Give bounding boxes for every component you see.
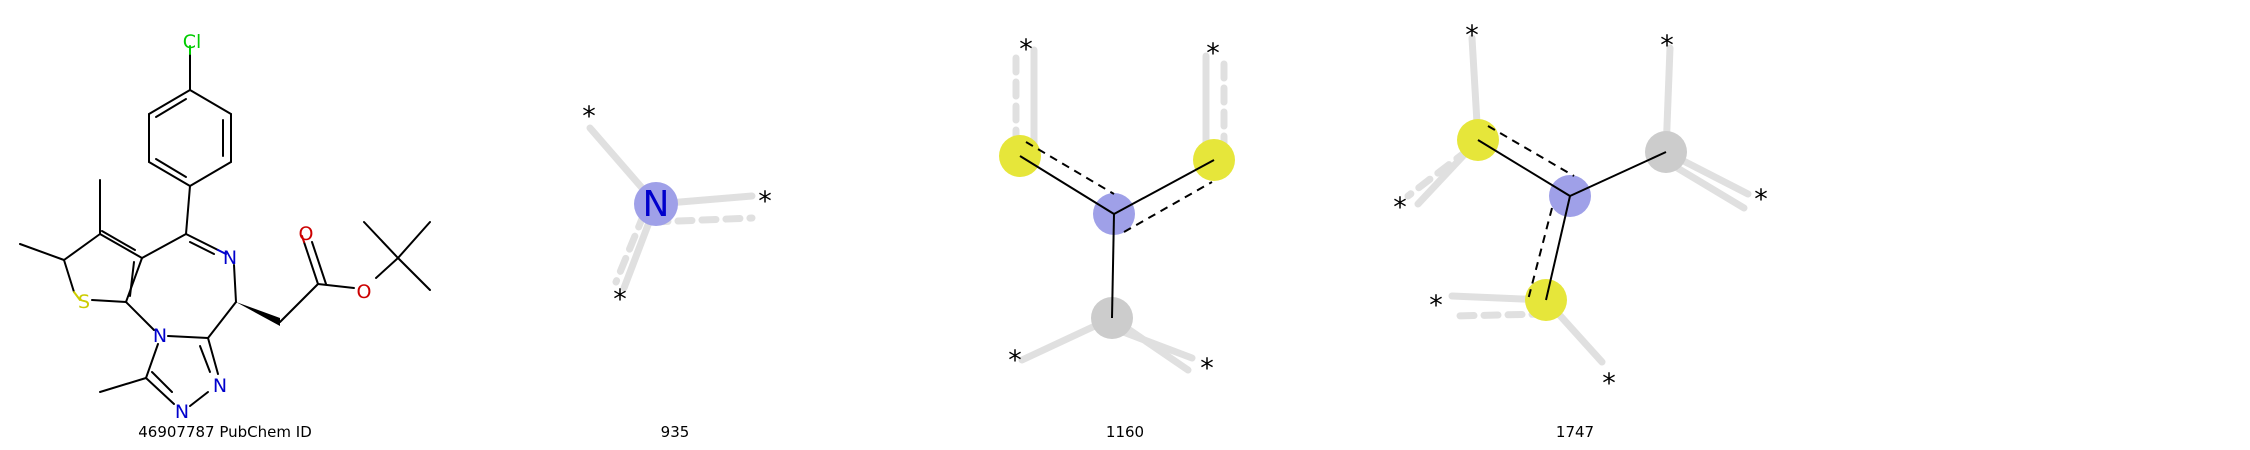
fragment-caption-935: 935 — [660, 423, 690, 441]
oxygen-label-ester: O — [357, 281, 372, 303]
attachment-point-3: * — [1008, 345, 1022, 376]
nitrogen-label-imine: N — [223, 247, 237, 269]
nitrogen-highlight — [634, 182, 678, 226]
attachment-point-3: * — [1393, 192, 1407, 223]
fragment-panel-1160: * * * * 1160 — [900, 0, 1350, 450]
attachment-point-2: * — [1660, 30, 1674, 61]
attachment-point-1: * — [1019, 34, 1033, 65]
fragment-structure-1747: * * * * * * — [1393, 20, 1768, 399]
empty-panel — [1800, 0, 2250, 450]
oxygen-label-carbonyl: O — [299, 223, 314, 245]
attachment-point-1: * — [1465, 20, 1479, 51]
attachment-point-2: * — [1206, 38, 1220, 69]
fragment-panel-935: N * * * 935 — [450, 0, 900, 450]
nitrogen-label-bridge: N — [153, 325, 167, 347]
attachment-point-4: * — [1754, 184, 1768, 215]
attachment-point-6: * — [1602, 368, 1616, 399]
chlorine-label: Cl — [183, 31, 202, 53]
fragment-caption-1160: 1160 — [1105, 423, 1145, 441]
fragment-structure-935: N * * * — [582, 101, 772, 315]
fragment-panel-1747: * * * * * * 1747 — [1350, 0, 1800, 450]
molecule-caption: 46907787 PubChem ID — [138, 423, 312, 441]
center-atom-label: N — [643, 184, 670, 225]
fragment-structure-1160: * * * * — [999, 34, 1235, 384]
nitrogen-label-triazole-1: N — [213, 375, 227, 397]
sulfur-label: S — [78, 291, 90, 313]
nitrogen-label-triazole-2: N — [175, 401, 189, 423]
fragment-caption-1747: 1747 — [1555, 423, 1595, 441]
molecule-structure: Cl S N N N N O O — [19, 31, 431, 423]
attachment-point-3: * — [613, 284, 627, 315]
attachment-point-5: * — [1429, 290, 1443, 321]
molecule-panel: Cl S N N N N O O 46907787 PubChem ID — [0, 0, 450, 450]
attachment-point-2: * — [758, 186, 772, 217]
attachment-point-4: * — [1200, 353, 1214, 384]
attachment-point-1: * — [582, 101, 596, 132]
